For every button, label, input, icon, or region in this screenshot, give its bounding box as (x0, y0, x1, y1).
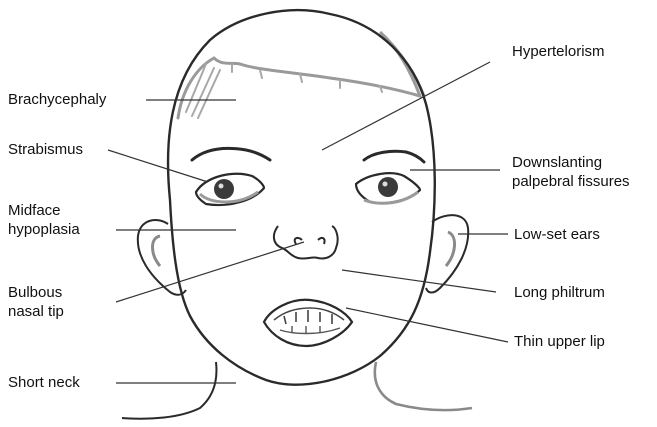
leader-strabismus (108, 150, 208, 182)
left-eyebrow (192, 148, 270, 160)
label-bulbous-nasal-tip: Bulbous nasal tip (8, 283, 64, 321)
nose (274, 226, 338, 259)
label-short-neck: Short neck (8, 373, 80, 392)
right-pupil-glint (383, 182, 388, 187)
label-brachycephaly: Brachycephaly (8, 90, 106, 109)
leader-thin-upper-lip (346, 308, 508, 342)
mouth (264, 300, 352, 346)
label-midface-hypoplasia: Midface hypoplasia (8, 201, 80, 239)
right-ear-inner (446, 232, 455, 266)
right-iris (378, 177, 398, 197)
leader-lines (108, 62, 508, 383)
label-hypertelorism: Hypertelorism (512, 42, 605, 61)
label-low-set-ears: Low-set ears (514, 225, 600, 244)
leader-bulbous-nasal-tip (116, 242, 304, 302)
left-pupil-glint (219, 184, 224, 189)
left-iris (214, 179, 234, 199)
neck-right (375, 362, 472, 410)
label-thin-upper-lip: Thin upper lip (514, 332, 605, 351)
label-downslanting-palpebral-fissures: Downslanting palpebral fissures (512, 153, 630, 191)
leader-hypertelorism (322, 62, 490, 150)
head-outline (168, 10, 435, 385)
label-long-philtrum: Long philtrum (514, 283, 605, 302)
right-eyebrow (364, 151, 424, 162)
label-strabismus: Strabismus (8, 140, 83, 159)
upper-teeth (274, 308, 344, 324)
left-ear-inner (153, 236, 161, 266)
neck-left (122, 362, 216, 419)
leader-long-philtrum (342, 270, 496, 292)
lower-teeth (280, 326, 340, 334)
